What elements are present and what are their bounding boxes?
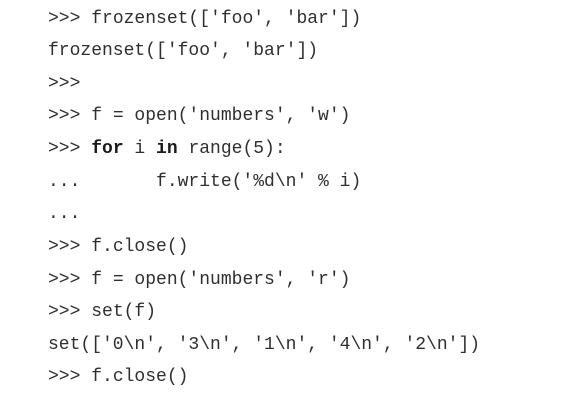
code-line: ... <box>48 201 80 227</box>
code-line: >>> f = open('numbers', 'w') <box>48 103 350 129</box>
code-output-line: frozenset(['foo', 'bar']) <box>48 38 318 64</box>
code-text: set(['0\n', '3\n', '1\n', '4\n', '2\n']) <box>48 335 481 355</box>
prompt: >>> <box>48 139 92 159</box>
code-line: >>> f = open('numbers', 'r') <box>48 267 350 293</box>
code-text: i <box>123 139 157 159</box>
code-text: f = open('numbers', 'w') <box>91 106 351 126</box>
prompt: >>> <box>48 106 92 126</box>
prompt: >>> <box>48 270 92 290</box>
code-text: f.write('%d\n' % i) <box>80 172 362 192</box>
code-line: >>> frozenset(['foo', 'bar']) <box>48 6 361 32</box>
code-line: >>> <box>48 71 80 97</box>
prompt: >>> <box>48 237 92 257</box>
code-text: f.close() <box>91 237 189 257</box>
keyword-for: for <box>91 139 124 159</box>
code-text: f = open('numbers', 'r') <box>91 270 351 290</box>
prompt: >>> <box>48 74 81 94</box>
code-output-line: set(['0\n', '3\n', '1\n', '4\n', '2\n']) <box>48 332 480 358</box>
code-text: frozenset(['foo', 'bar']) <box>48 41 319 61</box>
continuation-prompt: ... <box>48 172 81 192</box>
code-line: >>> f.close() <box>48 234 188 260</box>
code-line: >>> set(f) <box>48 299 156 325</box>
prompt: >>> <box>48 367 92 387</box>
prompt: >>> <box>48 9 92 29</box>
code-text: range(5): <box>177 139 286 159</box>
code-text: set(f) <box>91 302 157 322</box>
code-line: >>> for i in range(5): <box>48 136 286 162</box>
keyword-in: in <box>156 139 178 159</box>
code-line: ... f.write('%d\n' % i) <box>48 169 361 195</box>
code-line: >>> f.close() <box>48 364 188 390</box>
prompt: >>> <box>48 302 92 322</box>
continuation-prompt: ... <box>48 204 81 224</box>
code-text: frozenset(['foo', 'bar']) <box>91 9 362 29</box>
python-code-listing: >>> frozenset(['foo', 'bar']) frozenset(… <box>48 0 558 400</box>
code-text: f.close() <box>91 367 189 387</box>
